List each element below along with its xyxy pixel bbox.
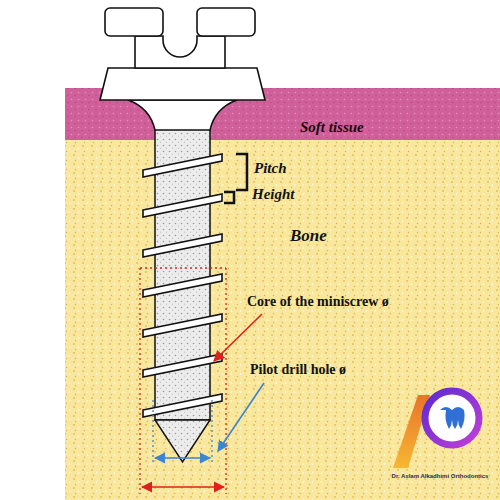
screw-thread: [143, 194, 222, 217]
leader-arrow: [214, 314, 262, 361]
logo-tooth: [440, 407, 465, 429]
tissue-name: Bone: [290, 226, 327, 246]
leader-arrow: [218, 383, 264, 451]
height-bracket: [224, 192, 234, 203]
screw-collar: [100, 68, 265, 100]
screw-thread: [143, 274, 222, 297]
screw-thread: [143, 394, 222, 417]
screw-thread: [143, 154, 222, 177]
diameter-guide: [139, 268, 140, 494]
bone-layer: [65, 140, 500, 500]
logo-ring: [425, 391, 479, 445]
screw-head-slot: [135, 36, 225, 68]
soft-tissue-band: Soft tissue: [65, 88, 500, 140]
pilot-guide: [152, 400, 153, 464]
diameter-guide: [140, 267, 226, 268]
watermark: Dr. Aslam Alkadhimi Orthodontics: [392, 473, 489, 479]
pitch-bracket: [236, 154, 247, 190]
dimension-arrow: [155, 457, 210, 459]
tissue-name: Soft tissue: [300, 119, 364, 136]
dimension-label: Height: [252, 186, 295, 203]
dimension-label: Pitch: [254, 160, 287, 177]
dimension-arrow: [142, 486, 224, 488]
screw-head-wing: [197, 8, 255, 36]
callout-label: Core of the miniscrew ø: [247, 294, 389, 310]
diameter-guide: [225, 268, 226, 494]
screw-neck: [128, 100, 237, 130]
screw-thread: [143, 354, 222, 377]
callout-label: Pilot drill hole ø: [250, 362, 346, 378]
screw-thread: [143, 234, 222, 257]
pilot-guide: [211, 400, 212, 464]
screw-tip: [155, 420, 210, 462]
screw-thread: [143, 314, 222, 337]
screw-head-wing: [105, 8, 163, 36]
